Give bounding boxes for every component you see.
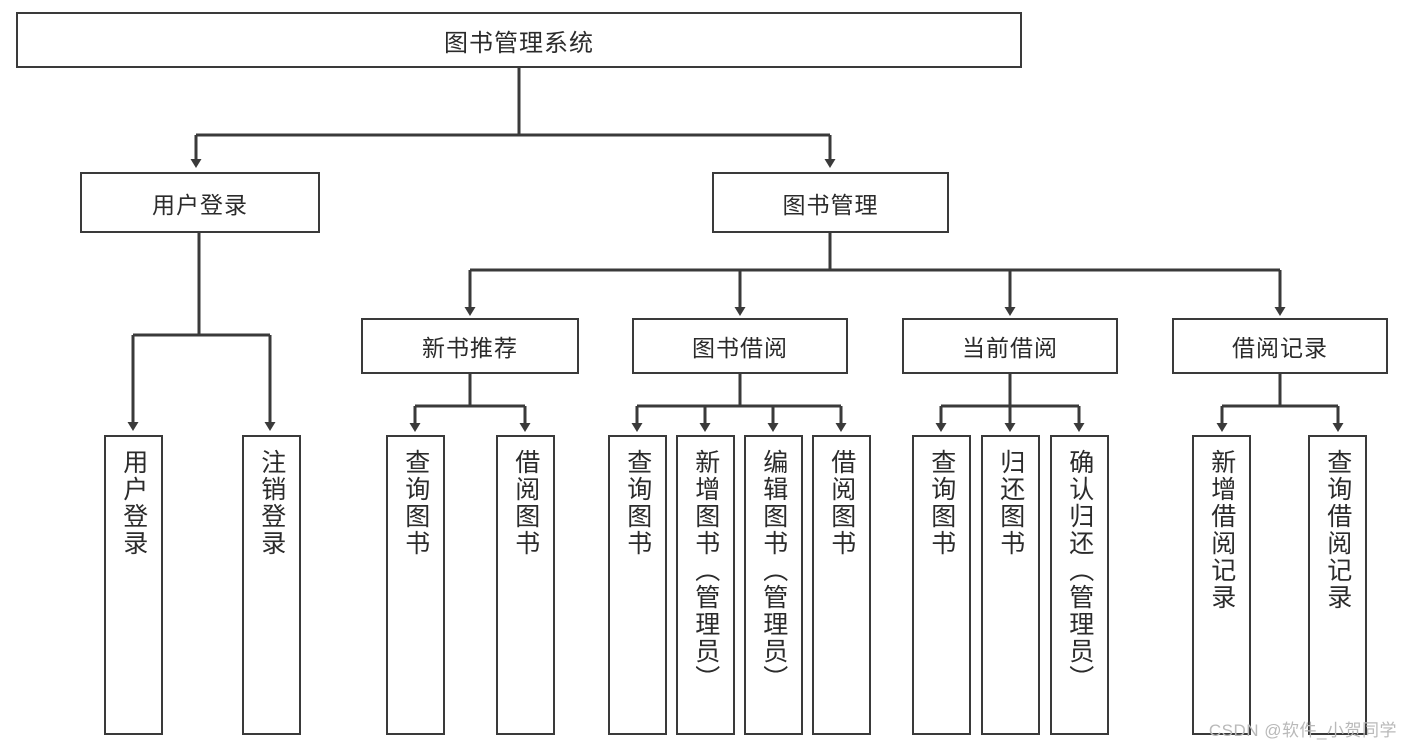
node-root[interactable]: 图书管理系统 (16, 12, 1022, 68)
leaf-confirm-return-label: 确认归还（管理员） (1065, 449, 1094, 692)
node-book-manage-label: 图书管理 (782, 191, 879, 218)
leaf-return-book[interactable]: 归还图书 (981, 435, 1040, 735)
node-book-borrow[interactable]: 图书借阅 (632, 318, 848, 374)
leaf-logout-label: 注销登录 (257, 449, 286, 557)
leaf-query-record[interactable]: 查询借阅记录 (1308, 435, 1367, 735)
leaf-query-book-1[interactable]: 查询图书 (386, 435, 445, 735)
node-new-book-rec-label: 新书推荐 (422, 335, 518, 361)
leaf-add-record-label: 新增借阅记录 (1207, 449, 1236, 611)
node-current-borrow[interactable]: 当前借阅 (902, 318, 1118, 374)
leaf-logout[interactable]: 注销登录 (242, 435, 301, 735)
node-borrow-record[interactable]: 借阅记录 (1172, 318, 1388, 374)
leaf-add-record[interactable]: 新增借阅记录 (1192, 435, 1251, 735)
leaf-edit-book[interactable]: 编辑图书（管理员） (744, 435, 803, 735)
node-borrow-record-label: 借阅记录 (1232, 335, 1328, 361)
watermark: CSDN @软件_小贺同学 (1208, 721, 1397, 740)
leaf-return-book-label: 归还图书 (996, 449, 1025, 557)
node-root-label: 图书管理系统 (444, 29, 594, 57)
node-user-login-label: 用户登录 (152, 191, 248, 218)
leaf-borrow-book-1[interactable]: 借阅图书 (496, 435, 555, 735)
leaf-query-record-label: 查询借阅记录 (1323, 449, 1352, 611)
leaf-add-book[interactable]: 新增图书（管理员） (676, 435, 735, 735)
leaf-confirm-return[interactable]: 确认归还（管理员） (1050, 435, 1109, 735)
node-book-borrow-label: 图书借阅 (692, 335, 788, 361)
leaf-add-book-label: 新增图书（管理员） (691, 449, 720, 692)
node-current-borrow-label: 当前借阅 (962, 335, 1058, 361)
node-book-manage[interactable]: 图书管理 (712, 172, 949, 233)
node-user-login[interactable]: 用户登录 (80, 172, 320, 233)
leaf-query-book-1-label: 查询图书 (401, 449, 430, 557)
leaf-user-login[interactable]: 用户登录 (104, 435, 163, 735)
leaf-edit-book-label: 编辑图书（管理员） (759, 449, 788, 692)
leaf-query-book-2-label: 查询图书 (623, 449, 652, 557)
leaf-borrow-book-2[interactable]: 借阅图书 (812, 435, 871, 735)
leaf-user-login-label: 用户登录 (119, 449, 148, 557)
leaf-query-book-3-label: 查询图书 (927, 449, 956, 557)
leaf-query-book-3[interactable]: 查询图书 (912, 435, 971, 735)
leaf-query-book-2[interactable]: 查询图书 (608, 435, 667, 735)
leaf-borrow-book-1-label: 借阅图书 (511, 449, 540, 557)
leaf-borrow-book-2-label: 借阅图书 (827, 449, 856, 557)
node-new-book-rec[interactable]: 新书推荐 (361, 318, 579, 374)
